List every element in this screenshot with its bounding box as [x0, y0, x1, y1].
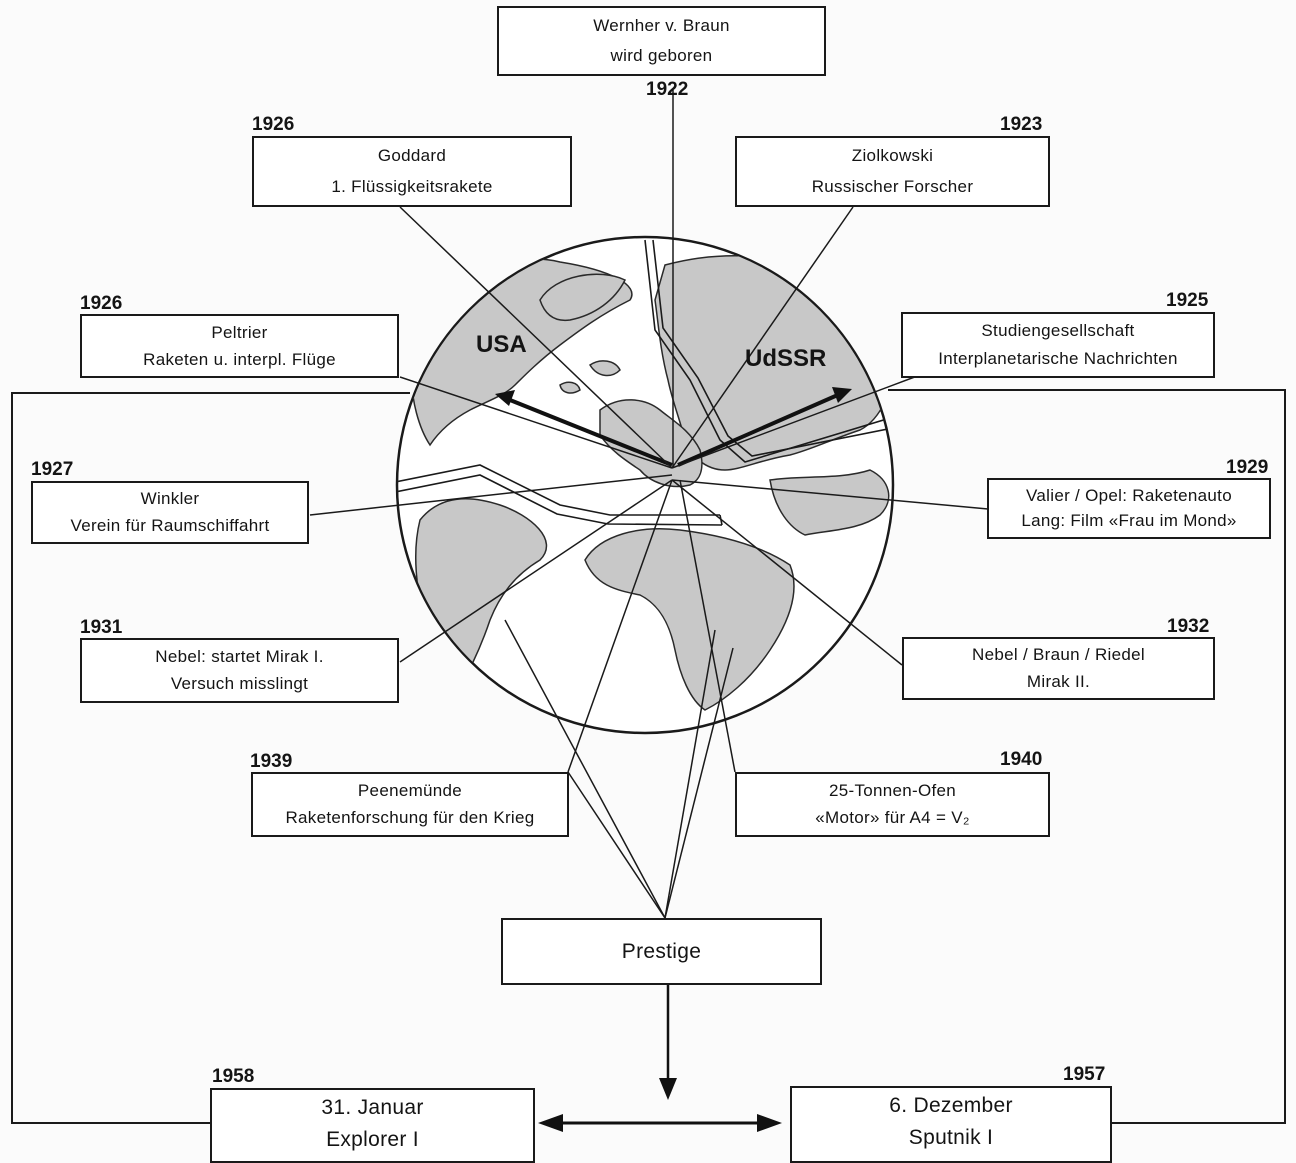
prestige-arrows [538, 985, 782, 1132]
sputnik-name: Sputnik I [908, 1126, 994, 1149]
feedback-frame-right [888, 389, 1286, 1124]
year-studien: 1925 [1166, 290, 1209, 311]
event-subtitle: Lang: Film «Frau im Mond» [1021, 511, 1237, 531]
event-box-peenemuende: Peenemünde Raketenforschung für den Krie… [251, 772, 569, 837]
event-box-ofen: 25-Tonnen-Ofen «Motor» für A4 = V₂ [735, 772, 1050, 837]
year-ziolkowski: 1923 [1000, 114, 1043, 135]
year-mirak2: 1932 [1167, 616, 1210, 637]
event-title: Winkler [140, 489, 200, 509]
globe [395, 235, 895, 735]
event-box-mirak2: Nebel / Braun / Riedel Mirak II. [902, 637, 1215, 700]
event-subtitle: 1. Flüssigkeitsrakete [331, 176, 493, 196]
south-asia [769, 469, 890, 536]
year-winkler: 1927 [31, 459, 74, 480]
year-peenemuende: 1939 [250, 751, 293, 772]
explorer-box: 31. Januar Explorer I [210, 1088, 535, 1163]
event-subtitle: Verein für Raumschiffahrt [70, 515, 270, 535]
event-subtitle: Mirak II. [1026, 671, 1091, 691]
year-peltrier: 1926 [80, 293, 123, 314]
usa-arrow [504, 396, 673, 467]
explorer-name: Explorer I [326, 1128, 419, 1151]
event-subtitle: Versuch misslingt [170, 674, 309, 694]
event-subtitle: «Motor» für A4 = V₂ [815, 808, 970, 828]
event-title: Ziolkowski [851, 146, 934, 166]
event-title: 25-Tonnen-Ofen [828, 780, 957, 800]
europe [599, 399, 703, 488]
event-box-ziolkowski: Ziolkowski Russischer Forscher [735, 136, 1050, 207]
event-title: Peenemünde [357, 780, 463, 800]
year-sputnik: 1957 [1063, 1064, 1106, 1085]
event-box-valier: Valier / Opel: Raketenauto Lang: Film «F… [987, 478, 1271, 539]
udssr-arrow [677, 392, 841, 467]
map-arrows [495, 387, 852, 467]
event-subtitle: Interplanetarische Nachrichten [938, 349, 1178, 368]
event-box-nebel: Nebel: startet Mirak I. Versuch missling… [80, 638, 399, 703]
event-title: Goddard [377, 146, 447, 166]
event-subtitle: Raketen u. interpl. Flüge [143, 349, 336, 369]
event-title: Peltrier [211, 322, 268, 342]
africa [584, 528, 795, 711]
islands [588, 360, 621, 377]
sputnik-date: 6. Dezember [889, 1094, 1013, 1117]
event-box-goddard: Goddard 1. Flüssigkeitsrakete [252, 136, 572, 207]
map-label-usa: USA [476, 331, 527, 358]
year-valier: 1929 [1226, 457, 1269, 478]
event-title: Nebel / Braun / Riedel [972, 645, 1145, 665]
event-subtitle: Raketenforschung für den Krieg [285, 808, 535, 828]
year-goddard: 1926 [252, 114, 295, 135]
connector-lines [309, 90, 989, 919]
event-box-winkler: Winkler Verein für Raumschiffahrt [31, 481, 309, 544]
event-title: Studiengesellschaft [981, 321, 1135, 340]
year-braun: 1922 [646, 79, 689, 100]
prestige-label: Prestige [621, 939, 702, 963]
event-title: Valier / Opel: Raketenauto [1026, 485, 1232, 505]
year-explorer: 1958 [212, 1066, 255, 1087]
event-title: Wernher v. Braun [593, 16, 730, 35]
feedback-frame-left [11, 392, 410, 1124]
event-subtitle: wird geboren [610, 46, 713, 65]
greenland [539, 273, 627, 322]
event-box-braun: Wernher v. Braun wird geboren [497, 6, 826, 76]
event-box-peltrier: Peltrier Raketen u. interpl. Flüge [80, 314, 399, 378]
sputnik-box: 6. Dezember Sputnik I [790, 1086, 1112, 1163]
event-title: Nebel: startet Mirak I. [155, 646, 324, 666]
event-subtitle: Russischer Forscher [811, 176, 974, 196]
map-label-udssr: UdSSR [745, 345, 827, 372]
event-box-studien: Studiengesellschaft Interplanetarische N… [901, 312, 1215, 378]
year-nebel: 1931 [80, 617, 123, 638]
prestige-box: Prestige [501, 918, 822, 985]
boundary-lines [398, 239, 892, 526]
year-ofen: 1940 [1000, 749, 1043, 770]
explorer-date: 31. Januar [321, 1096, 424, 1119]
